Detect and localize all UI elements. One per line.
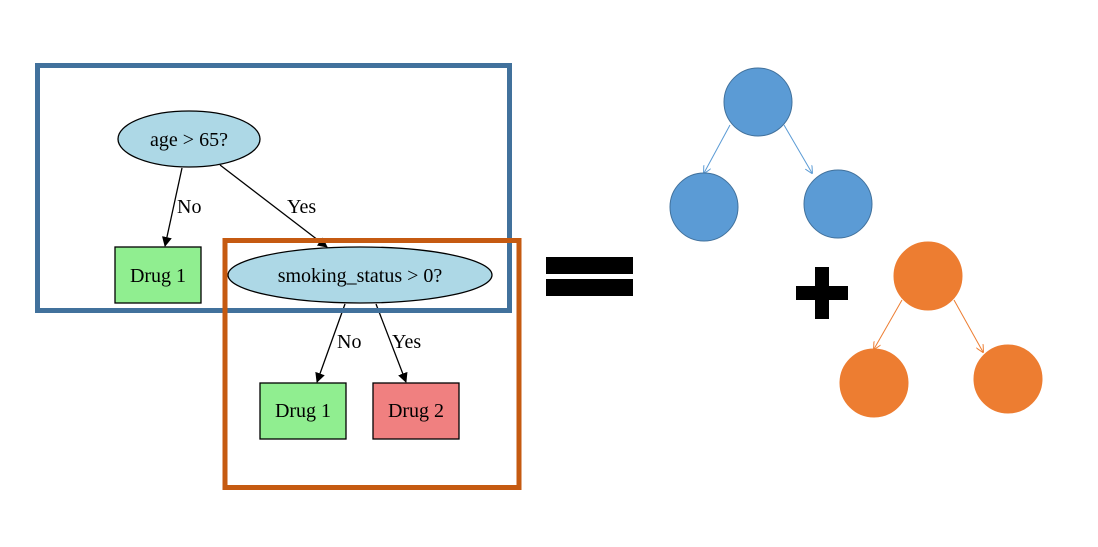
edge-root-yes <box>219 164 328 248</box>
edge-label-sub-no: No <box>337 331 361 353</box>
leaf-drug-2-label: Drug 2 <box>388 400 444 422</box>
orange-tree <box>839 241 1043 418</box>
blue-tree <box>669 67 873 242</box>
leaf-drug-2: Drug 2 <box>372 382 460 440</box>
blue-tree-edge-right <box>783 124 812 173</box>
equals-sign <box>546 257 633 296</box>
edge-sub-yes <box>375 303 408 383</box>
leaf-drug-1-sub: Drug 1 <box>259 382 347 440</box>
edge-label-root-no: No <box>177 196 201 218</box>
orange-tree-edge-left <box>874 299 903 349</box>
orange-tree-right-node <box>973 344 1043 414</box>
node-age-question-label: age > 65? <box>150 129 228 151</box>
leaf-drug-1-sub-label: Drug 1 <box>275 400 331 422</box>
node-smoking-question: smoking_status > 0? <box>227 246 493 304</box>
blue-tree-root-node <box>723 67 793 137</box>
plus-sign <box>796 267 848 319</box>
orange-tree-root-node <box>893 241 963 311</box>
blue-tree-right-node <box>803 169 873 239</box>
leaf-drug-1-left: Drug 1 <box>114 246 202 304</box>
leaf-drug-1-left-label: Drug 1 <box>130 265 186 287</box>
node-age-question: age > 65? <box>117 110 261 168</box>
orange-highlight-frame <box>222 238 522 490</box>
edge-label-sub-yes: Yes <box>392 331 421 353</box>
edge-sub-no <box>315 303 346 383</box>
blue-tree-left-node <box>669 172 739 242</box>
edge-label-root-yes: Yes <box>287 196 316 218</box>
node-smoking-question-label: smoking_status > 0? <box>278 265 443 287</box>
orange-tree-edge-right <box>953 299 983 352</box>
blue-tree-edge-left <box>704 124 731 173</box>
blue-highlight-frame <box>35 63 512 313</box>
edge-root-no <box>162 167 183 247</box>
orange-tree-left-node <box>839 348 909 418</box>
